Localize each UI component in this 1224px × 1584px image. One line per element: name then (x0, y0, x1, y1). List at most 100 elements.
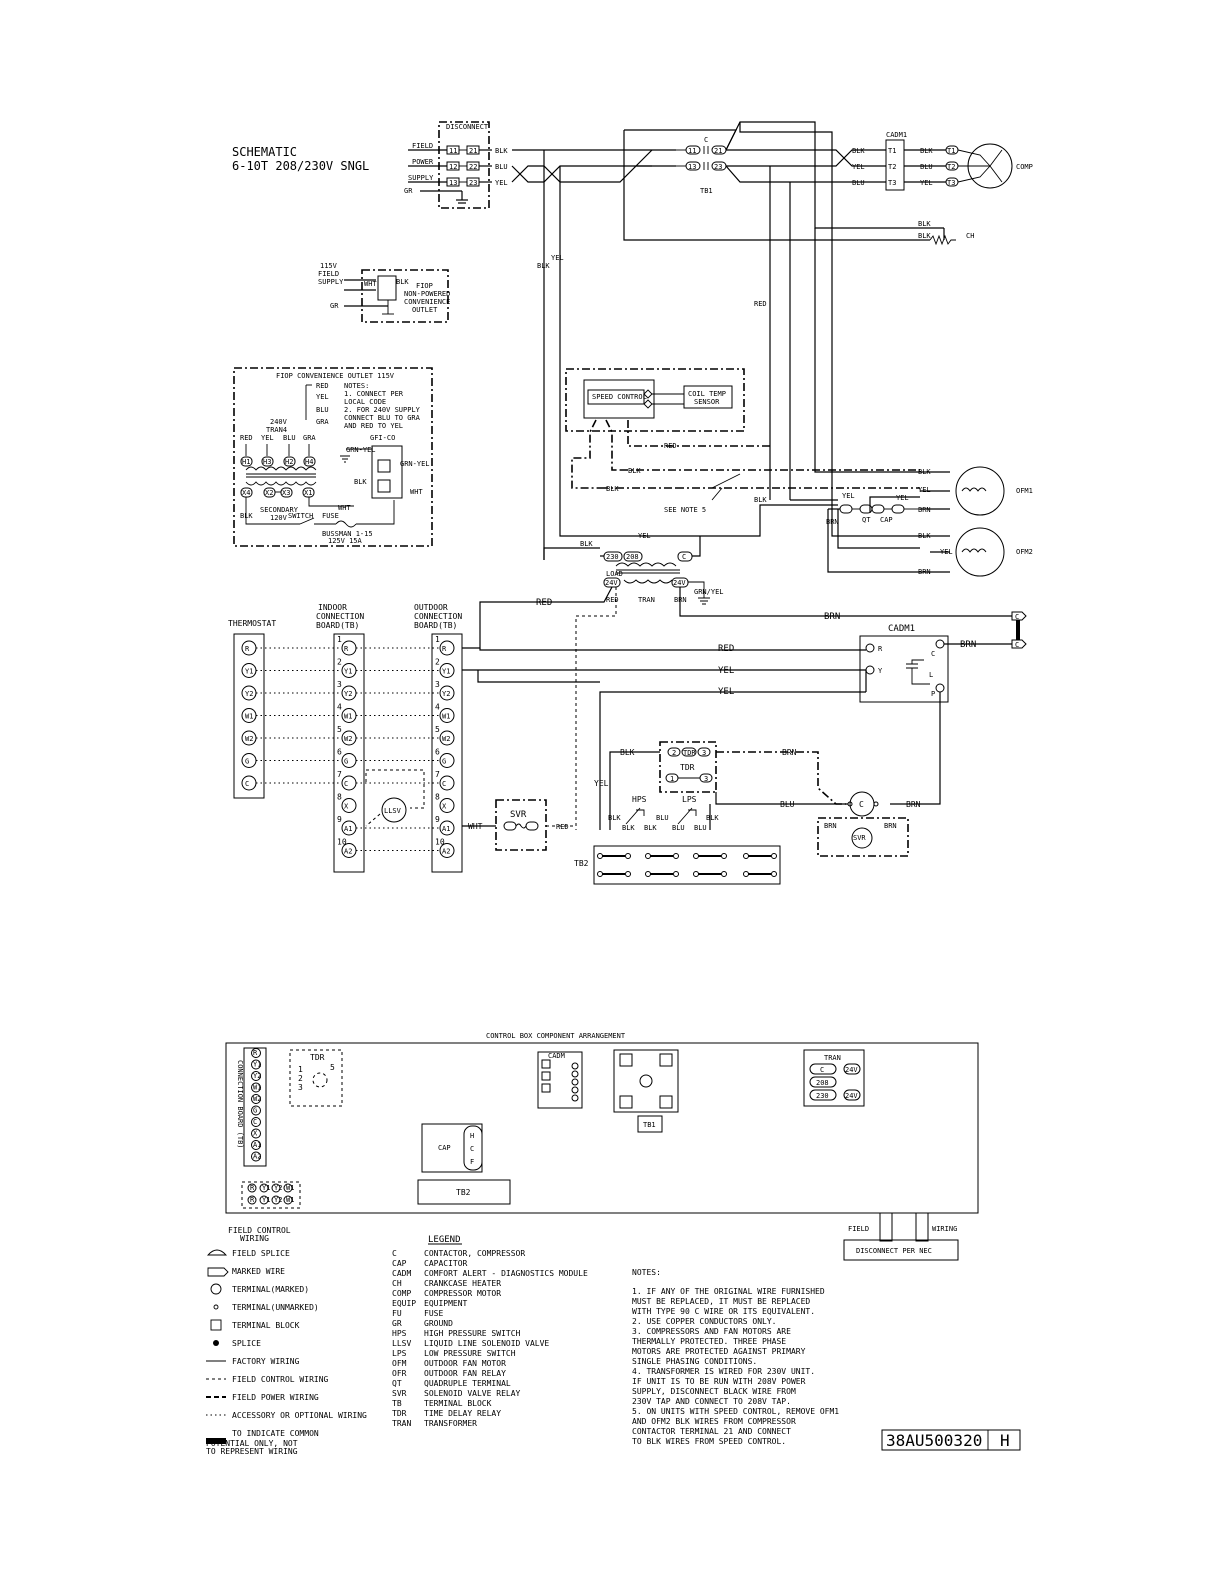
cadm1-r: R (878, 645, 883, 653)
tran-primary-coil-icon (615, 562, 677, 567)
see-note-5: SEE NOTE 5 (664, 506, 706, 514)
cb-tran-c: C (820, 1066, 824, 1074)
cob-h3: H3 (263, 458, 271, 466)
hps-switch-icon (625, 807, 645, 825)
note-line: TO BLK WIRES FROM SPEED CONTROL. (632, 1437, 786, 1446)
cob-120v: 120V (270, 514, 288, 522)
legend-fcw-1: FIELD CONTROL (228, 1226, 291, 1235)
speed-control-label: SPEED CONTROL (592, 393, 647, 401)
outdoor-terminal (439, 753, 455, 768)
note-line: 230V TAP AND CONNECT TO 208V TAP. (632, 1397, 791, 1406)
safety-small-7: BLK (706, 814, 719, 822)
cb-tdr-2: 2 (298, 1074, 303, 1083)
cs-blk: BLK (396, 278, 409, 286)
wire-blk-disc: BLK (495, 147, 508, 155)
legend-desc: CAPACITOR (424, 1259, 468, 1268)
outdoor-terminal-label: C (442, 780, 446, 788)
cb-board-terminal-label: C (253, 1118, 257, 1126)
ch-blk-2: BLK (918, 232, 931, 240)
tran-230: 230 (606, 553, 619, 561)
cb-cap-f: F (470, 1158, 474, 1166)
disc-term-12: 12 (449, 163, 457, 171)
wire-yel-disc: YEL (495, 179, 508, 187)
cb-board-terminal (251, 1140, 261, 1150)
legend-sym-0: FIELD SPLICE (232, 1249, 290, 1258)
cap-label: CAP (880, 516, 893, 524)
llsv-valve-icon (381, 797, 407, 823)
cob-col-red: RED (240, 434, 253, 442)
terminal-block-icon (210, 1319, 222, 1331)
ctrl-red-svr: RED (556, 823, 569, 831)
legend-desc: SOLENOID VALVE RELAY (424, 1389, 521, 1398)
indoor-terminal-number: 2 (337, 658, 342, 667)
thermostat-terminal-label: C (245, 780, 249, 788)
cob-h2: H2 (285, 458, 293, 466)
svr2-blk: BRN (824, 822, 837, 830)
cb-small-terminal-label: Y1 (262, 1196, 270, 1204)
safety-small-2: BLK (622, 824, 635, 832)
cadm1-p: P (931, 690, 935, 698)
cob-bussman1: BUSSMAN 1-15 (322, 530, 373, 538)
legend-title: LEGEND (428, 1235, 461, 1245)
notes-title: NOTES: (632, 1268, 661, 1277)
splice-c2: C (1015, 641, 1019, 649)
schematic-title: SCHEMATIC (232, 145, 297, 159)
tb2-terminal (625, 853, 631, 859)
cob-gfi-grn-yel: GRN-YEL (400, 460, 430, 468)
drawing-number: 38AU500320 (886, 1431, 982, 1450)
tb2-terminal (771, 871, 777, 877)
contactor-term-13: 13 (688, 163, 696, 171)
contactor-label: C (704, 136, 708, 144)
sc-red: RED (664, 442, 677, 450)
indoor-terminal-number: 10 (337, 838, 347, 847)
legend-abbr: GR (392, 1319, 402, 1328)
indoor-terminal-label: R (344, 645, 349, 653)
contactor-term-21: 21 (714, 147, 722, 155)
legend-abbr: TRAN (392, 1419, 411, 1428)
cb-tb1 (637, 1115, 663, 1133)
tran-c: C (682, 553, 686, 561)
legend-sym-6: FACTORY WIRING (232, 1357, 300, 1366)
legend-desc: HIGH PRESSURE SWITCH (424, 1329, 521, 1338)
supply-label: SUPPLY (408, 174, 434, 182)
tran-208: 208 (626, 553, 639, 561)
indoor-board: INDOOR CONNECTION BOARD(TB) (316, 603, 365, 873)
legend-desc: TIME DELAY RELAY (424, 1409, 501, 1418)
cb-tran-24v-a: 24V (845, 1066, 858, 1074)
legend-abbr: TDR (392, 1409, 407, 1418)
legend-desc: CONTACTOR, COMPRESSOR (424, 1249, 525, 1258)
indoor-terminal-label: Y2 (344, 690, 352, 698)
tb2-terminal (645, 853, 651, 859)
note-line: MUST BE REPLACED, IT MUST BE REPLACED (632, 1297, 810, 1306)
legend-abbr: LLSV (392, 1339, 411, 1348)
cb-board-terminal (251, 1059, 261, 1070)
cb-tb1-label: TB1 (643, 1121, 656, 1129)
sc-blk2: BLK (606, 485, 619, 493)
outdoor-terminal (439, 820, 455, 836)
cadm1-t1: T1 (888, 147, 896, 155)
cadm1-power: CADM1 T1 T2 T3 BLK YEL BLU BLK BLU YEL T… (852, 131, 1033, 191)
cadm1-top-label: CADM1 (886, 131, 907, 139)
contactor-term-23: 23 (714, 163, 722, 171)
outdoor-terminal-number: 8 (435, 793, 440, 802)
note-line: IF UNIT IS TO BE RUN WITH 208V POWER (632, 1377, 806, 1386)
nonpowered-outlet: 115V FIELD SUPPLY GR WHT BLK FIOP NON-PO… (318, 262, 450, 323)
note-line: 4. TRANSFORMER IS WIRED FOR 230V UNIT. (632, 1367, 815, 1376)
cb-tran-label: TRAN (824, 1054, 841, 1062)
safety-small-6: BLU (694, 824, 707, 832)
tb2-terminal (645, 871, 651, 877)
outdoor-terminal (439, 663, 455, 678)
indoor-label-2: CONNECTION (316, 612, 364, 621)
cob-fuse: FUSE (322, 512, 339, 520)
note-line: WITH TYPE 90 C WIRE OR ITS EQUIVALENT. (632, 1307, 815, 1316)
legend-sym-8: FIELD POWER WIRING (232, 1393, 319, 1402)
safety-blk: BLK (620, 748, 635, 757)
legend-desc: TERMINAL BLOCK (424, 1399, 492, 1408)
indoor-terminal-number: 3 (337, 680, 342, 689)
tb2-terminal (721, 871, 727, 877)
outdoor-label-3: BOARD(TB) (414, 621, 457, 630)
cob-col-yel: YEL (261, 434, 274, 442)
safety-circuit: BLK 2 TDR 3 TDR 1 3 BRN HPS LPS BLK BLK … (574, 741, 921, 885)
disc-term-22: 22 (469, 163, 477, 171)
